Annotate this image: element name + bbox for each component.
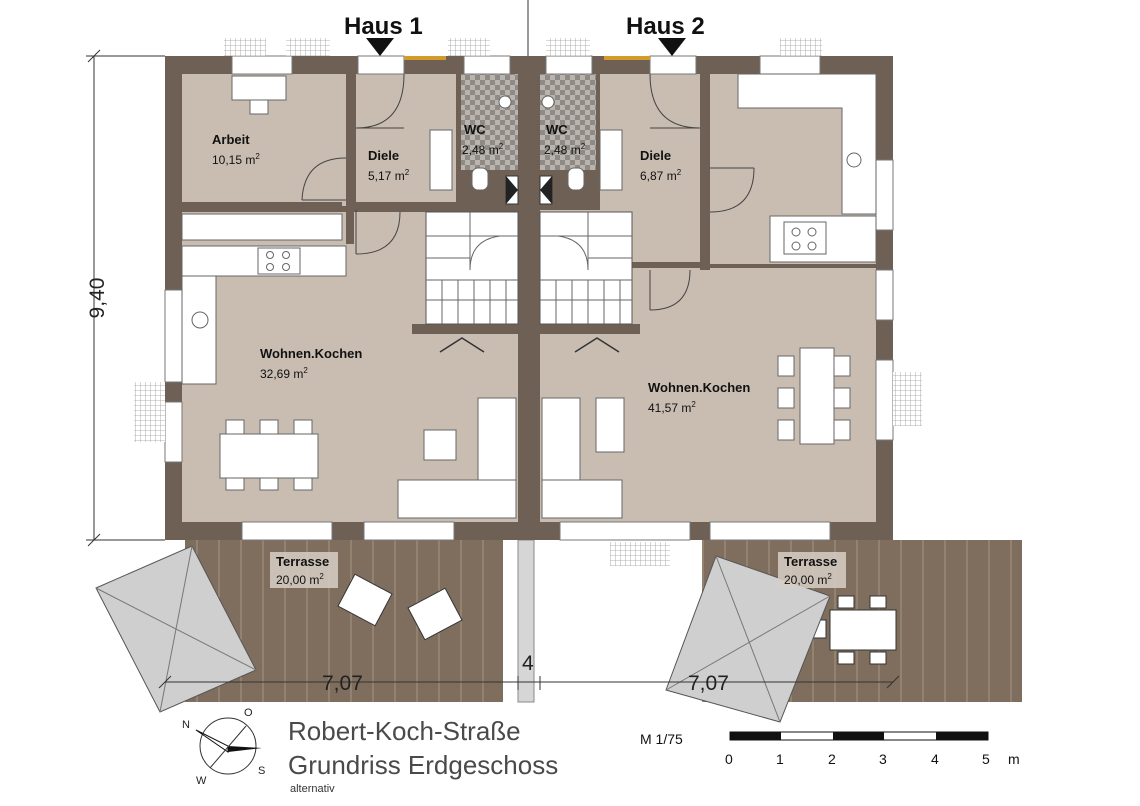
room-arbeit-name: Arbeit: [212, 132, 250, 147]
compass-s: S: [258, 765, 265, 777]
scale-label: M 1/75: [640, 731, 683, 747]
scale-tick-2: 2: [828, 751, 836, 767]
door-entry-2: [604, 56, 650, 60]
compass-o: O: [244, 707, 253, 719]
dim-gap: 4: [522, 652, 534, 675]
title-variant: alternativ: [290, 783, 335, 795]
staircase-2: [539, 211, 633, 325]
scale-unit: m: [1008, 751, 1020, 767]
parasol-2: [665, 555, 831, 723]
haus1-entry-arrow: [366, 38, 394, 56]
compass: N O S W: [182, 707, 265, 787]
windows: [164, 55, 894, 541]
room-diele1-area: 5,17 m2: [368, 168, 410, 183]
scale-tick-1: 1: [776, 751, 784, 767]
title-plan: Grundriss Erdgeschoss: [288, 750, 558, 780]
parasol-1: [95, 545, 257, 713]
room-terrasse1-name: Terrasse: [276, 554, 329, 569]
door-swings: [301, 73, 755, 311]
room-terrasse2-name: Terrasse: [784, 554, 837, 569]
interior-walls: [182, 56, 710, 540]
terrace-furniture: [337, 573, 897, 665]
stair-arrow-1: [439, 337, 485, 353]
haus2-entry-arrow: [658, 38, 686, 56]
scale-bar: [729, 731, 989, 741]
radiators: [134, 38, 922, 566]
dim-width-right: 7,07: [688, 672, 729, 695]
scale-tick-0: 0: [725, 751, 733, 767]
room-terrasse1-area: 20,00 m2: [276, 572, 324, 587]
compass-n: N: [182, 719, 190, 731]
room-wc1-area: 2,48 m2: [462, 142, 504, 157]
dim-width-left: 7,07: [322, 672, 363, 695]
stair-arrow-2: [574, 337, 620, 353]
dimension-lines: [86, 49, 900, 690]
room-wc2-name: WC: [546, 122, 568, 137]
staircase-1: [425, 211, 519, 325]
room-diele2-area: 6,87 m2: [640, 168, 682, 183]
scale-tick-5: 5: [982, 751, 990, 767]
room-wohnen2-area: 41,57 m2: [648, 400, 696, 415]
compass-w: W: [196, 775, 207, 787]
scale-tick-4: 4: [931, 751, 939, 767]
dim-height: 9,40: [86, 278, 109, 319]
room-wohnen1-name: Wohnen.Kochen: [260, 346, 362, 361]
chimney: [505, 175, 553, 205]
room-labels: Arbeit 10,15 m2 Diele 5,17 m2 WC 2,48 m2…: [212, 122, 846, 588]
scale-ticks: 0 1 2 3 4 5 m: [725, 751, 1020, 767]
haus2-title: Haus 2: [626, 13, 705, 40]
room-terrasse2-area: 20,00 m2: [784, 572, 832, 587]
room-diele2-name: Diele: [640, 148, 671, 163]
terrace-divider: [517, 539, 535, 703]
room-wc2-area: 2,48 m2: [544, 142, 586, 157]
haus1-title: Haus 1: [344, 13, 423, 40]
scale-tick-3: 3: [879, 751, 887, 767]
room-diele1-name: Diele: [368, 148, 399, 163]
room-wohnen1-area: 32,69 m2: [260, 366, 308, 381]
furniture: [181, 73, 877, 519]
room-arbeit-area: 10,15 m2: [212, 152, 260, 167]
door-entry-1: [404, 56, 446, 60]
room-wc1-name: WC: [464, 122, 486, 137]
title-street: Robert-Koch-Straße: [288, 716, 521, 746]
room-wohnen2-name: Wohnen.Kochen: [648, 380, 750, 395]
